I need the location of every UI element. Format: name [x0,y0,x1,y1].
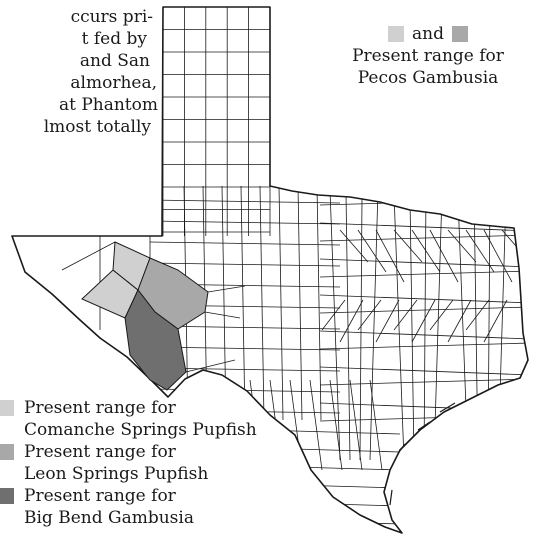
county-line [393,193,405,461]
county-line [393,229,423,263]
county-line [411,229,441,273]
county-line [483,299,508,343]
county-line [319,378,528,386]
region-big-bend-range [124,289,187,391]
county-line [465,229,495,273]
intro-line: ccurs pri- [70,7,153,27]
coast-barrier-islands [389,402,456,506]
pecos-legend-line1: Present range for [352,46,504,66]
county-boundaries [12,7,528,525]
county-line [429,229,459,283]
county-line [329,379,343,471]
county-line [316,185,322,421]
swatch-light [388,26,405,42]
county-line [423,189,427,461]
legend-big-bend: Present range for Big Bend Gambusia [0,485,194,529]
county-line [204,311,241,319]
county-line [359,197,363,461]
legend-comanche-springs: Present range for Comanche Springs Pupfi… [0,397,257,441]
county-line [149,199,341,204]
county-line [447,299,472,343]
legend-leon-line2: Leon Springs Pupfish [24,464,209,484]
swatch-comanche [0,400,14,416]
pecos-legend-line2: Pecos Gambusia [357,68,499,88]
county-line [339,229,369,263]
county-line [369,379,383,471]
county-line [309,379,323,471]
county-line [411,299,436,343]
county-line [319,258,528,268]
county-line [357,229,387,273]
county-line [433,193,443,461]
county-line [321,299,346,331]
county-line [465,299,490,331]
pecos-legend-and: and [412,24,444,44]
intro-line: lmost totally [43,117,151,137]
county-line [149,241,341,246]
county-line [409,197,415,461]
county-line [375,229,405,283]
swatch-leon [0,444,14,460]
legend-big-bend-line1: Present range for [24,486,176,506]
county-line [447,229,477,263]
county-line [319,342,528,350]
county-line [319,270,528,278]
county-line [240,185,246,421]
county-line [369,189,379,461]
swatch-big-bend [0,488,14,504]
county-line [375,299,400,343]
county-line [319,222,528,232]
county-line [357,299,382,331]
legend-comanche-line1: Present range for [24,398,176,418]
county-line [393,299,418,331]
county-line [429,299,454,331]
county-line [149,262,341,267]
county-line [483,229,513,283]
county-line [149,220,341,225]
county-line [319,330,528,340]
intro-line: almorhea, [70,73,157,93]
legend-leon-line1: Present range for [24,442,176,462]
intro-line: t fed by [81,29,147,49]
county-line [278,185,284,421]
intro-line: and San [79,51,150,71]
intro-line: at Phantom [58,95,158,115]
county-line [319,306,528,314]
pecos-gambusia-legend: and Present range for Pecos Gambusia [338,23,518,89]
county-line [319,366,528,376]
county-line [349,379,363,471]
texas-outline [11,6,529,534]
county-line [185,359,236,373]
county-line [207,285,246,293]
county-line [329,189,341,461]
swatch-mid [451,26,468,42]
county-line [319,234,528,242]
legend-comanche-line2: Comanche Springs Pupfish [24,420,257,440]
county-line [339,299,364,343]
county-line [61,241,116,271]
county-line [319,294,528,304]
county-line [297,185,303,421]
county-line [259,185,265,421]
legend-leon-springs: Present range for Leon Springs Pupfish [0,441,208,485]
legend-big-bend-line2: Big Bend Gambusia [24,508,194,528]
